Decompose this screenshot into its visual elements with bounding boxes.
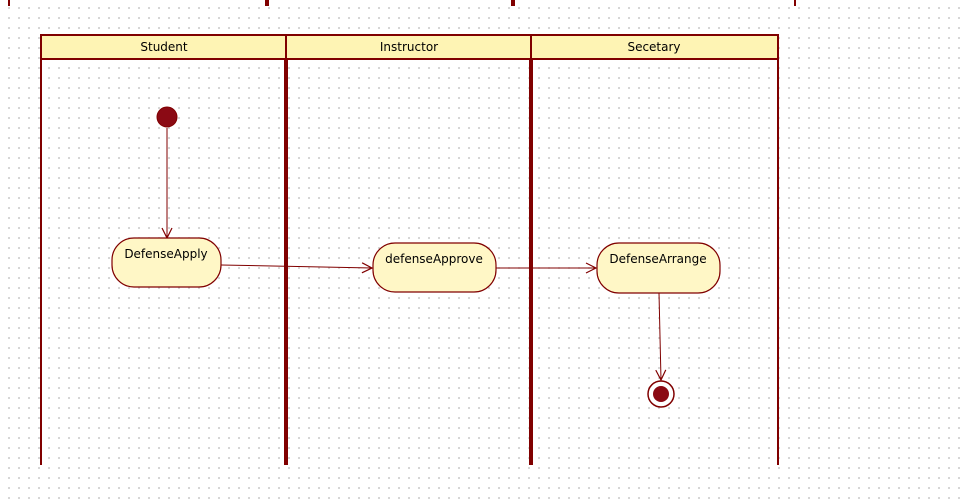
transitions — [167, 128, 661, 380]
swimlane-header-secetary[interactable]: Secetary — [530, 34, 779, 60]
swimlane-title-student: Student — [140, 40, 188, 54]
activity-defensearrange[interactable]: DefenseArrange — [596, 242, 721, 294]
swimlane-header-student[interactable]: Student — [40, 34, 287, 60]
activity-label: DefenseApply — [124, 247, 207, 261]
upper-diagram-fragment — [8, 0, 796, 6]
swimlane-borders — [40, 59, 779, 465]
swimlane-title-instructor: Instructor — [380, 40, 438, 54]
activity-defenseapply[interactable]: DefenseApply — [111, 237, 222, 288]
initial-node[interactable] — [156, 106, 178, 128]
transition-defensearrange-to-final[interactable] — [659, 292, 661, 380]
activity-defenseapprove[interactable]: defenseApprove — [372, 242, 497, 293]
swimlane-title-secetary: Secetary — [627, 40, 680, 54]
final-node[interactable] — [647, 380, 675, 408]
activity-label: DefenseArrange — [609, 252, 706, 266]
activity-label: defenseApprove — [385, 252, 483, 266]
swimlane-header-instructor[interactable]: Instructor — [285, 34, 532, 60]
transition-defenseapply-to-defenseapprove[interactable] — [220, 265, 372, 268]
